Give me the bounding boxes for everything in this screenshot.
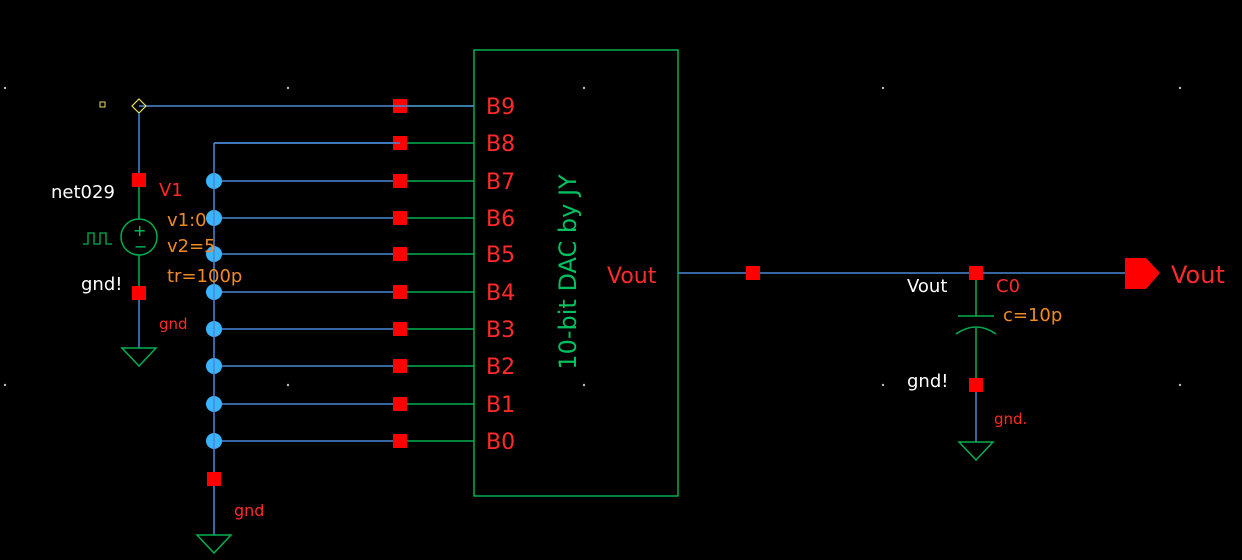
grid-dots (3, 86, 1182, 387)
dac-pin-label-b8: B8 (486, 132, 515, 157)
dac-pin-label-b7: B7 (486, 170, 515, 195)
source-param-tr: tr=100p (167, 266, 242, 287)
cap-top-pin (969, 266, 983, 280)
dac-pin-label-b9: B9 (486, 95, 515, 120)
source-param-v2: v2=5 (167, 236, 216, 257)
dac-pin-b1[interactable] (393, 397, 407, 411)
dac-pin-label-b3: B3 (486, 318, 515, 343)
dac-pin-label-b1: B1 (486, 393, 515, 418)
dac-pin-b7[interactable] (393, 174, 407, 188)
dac-pin-label-b5: B5 (486, 243, 515, 268)
voltage-source-v1[interactable]: + − net029 V1 v1:0 v2=5 tr=100p gnd! gnd (51, 98, 242, 368)
bus-ground-icon (195, 534, 233, 555)
dac-pin-b2[interactable] (393, 359, 407, 373)
dac-pin-b4[interactable] (393, 285, 407, 299)
cap-net-label: Vout (907, 276, 947, 297)
output-port-label: Vout (1171, 261, 1225, 289)
source-gnd-label: gnd (159, 315, 188, 333)
dac-pin-label-b6: B6 (486, 207, 515, 232)
dac-pin-label-b2: B2 (486, 355, 515, 380)
output-network[interactable]: Vout C0 c=10p gnd! gnd. Vout (678, 258, 1225, 462)
bus-gnd-pin (207, 472, 221, 486)
source-ground-icon (120, 347, 158, 368)
cap-name: C0 (996, 276, 1020, 297)
source-pin-bottom (132, 286, 146, 300)
cap-gnd-net: gnd! (907, 371, 948, 392)
dac-pin-b3[interactable] (393, 322, 407, 336)
cap-bottom-pin (969, 378, 983, 392)
source-gnd-net: gnd! (81, 274, 122, 295)
dac-pin-b0[interactable] (393, 434, 407, 448)
bus-ground-label: gnd (234, 501, 264, 520)
source-plus: + (133, 221, 146, 240)
output-port-icon[interactable] (1125, 258, 1160, 289)
source-minus: − (134, 237, 147, 256)
source-param-v1: v1:0 (167, 210, 207, 231)
cap-ground-icon (957, 441, 995, 462)
cap-gnd-label: gnd. (994, 410, 1027, 428)
dac-pin-b5[interactable] (393, 247, 407, 261)
pulse-wave-icon (83, 232, 112, 245)
probe-marker-icon (99, 101, 106, 108)
source-node-label: net029 (51, 182, 115, 203)
dac-pin-label-b4: B4 (486, 281, 515, 306)
dac-output-pin-label: Vout (607, 264, 657, 289)
vout-wire-pin (746, 266, 760, 280)
cap-value: c=10p (1003, 305, 1062, 326)
dac-pin-label-b0: B0 (486, 430, 515, 455)
source-pin-top (132, 173, 146, 187)
dac-title: 10-bit DAC by JY (554, 174, 582, 370)
dac-pin-b6[interactable] (393, 211, 407, 225)
cap-plate-bottom (955, 326, 997, 335)
bus-ground[interactable]: gnd (195, 472, 264, 555)
source-name: V1 (159, 180, 183, 201)
